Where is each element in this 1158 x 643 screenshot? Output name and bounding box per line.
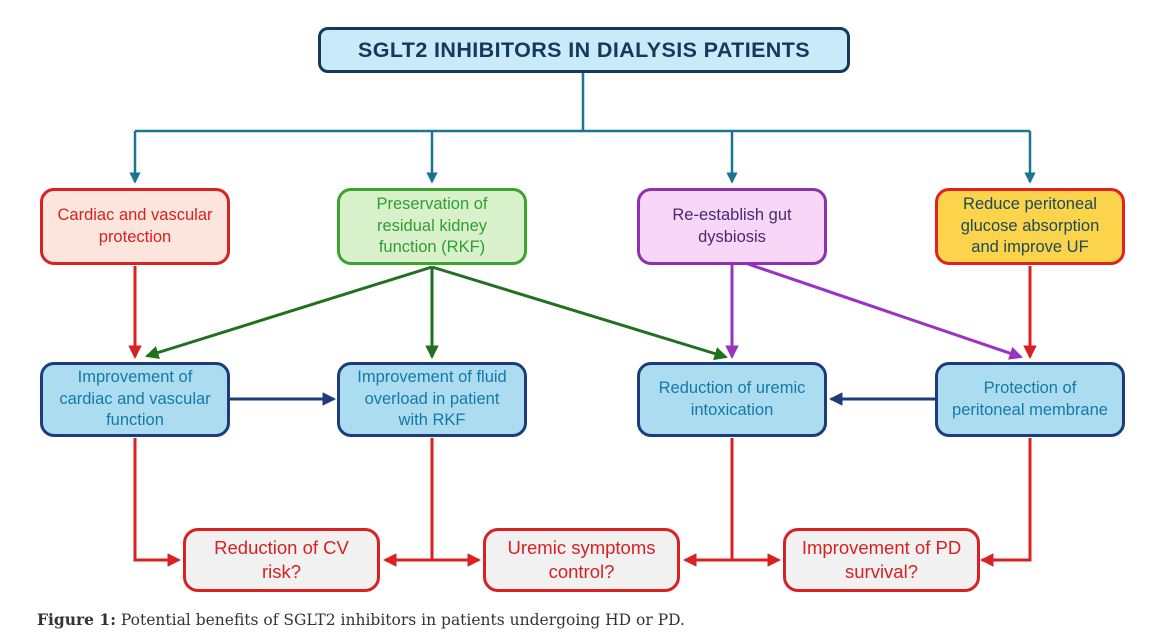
benefit-box-glucose-absorption: Reduce peritoneal glucose absorption and…: [935, 188, 1125, 265]
outcome-box-fluid-overload: Improvement of fluid overload in patient…: [337, 362, 527, 437]
arrow-dysbiosis-to-peritoneal-membrane: [747, 262, 1023, 360]
figure-caption-text: Potential benefits of SGLT2 inhibitors i…: [115, 611, 685, 629]
title-branch-tree: [129, 73, 1036, 184]
outcome-box-peritoneal-membrane: Protection of peritoneal membrane: [935, 362, 1125, 437]
benefit-box-preservation-rkf: Preservation of residual kidney function…: [337, 188, 527, 265]
figure-caption: Figure 1: Potential benefits of SGLT2 in…: [37, 610, 685, 629]
question-box-uremic-symptoms: Uremic symptoms control?: [483, 528, 680, 592]
question-box-pd-survival: Improvement of PD survival?: [783, 528, 980, 592]
arrow-rkf-to-cardiac-function: [145, 265, 433, 360]
question-box-cv-risk: Reduction of CV risk?: [183, 528, 380, 592]
outcome-box-cardiac-vascular-function: Improvement of cardiac and vascular func…: [40, 362, 230, 437]
outcome-box-uremic-intoxication: Reduction of uremic intoxication: [637, 362, 827, 437]
arrow-rkf-to-uremic-intoxication: [431, 265, 728, 361]
arrow-peritoneal-membrane-to-pd-survival: [979, 438, 1032, 567]
benefit-box-gut-dysbiosis: Re-establish gut dysbiosis: [637, 188, 827, 265]
diagram-title: SGLT2 INHIBITORS IN DIALYSIS PATIENTS: [318, 27, 850, 73]
figure-caption-label: Figure 1:: [37, 610, 116, 629]
arrow-cardiac-function-to-cv-risk: [133, 438, 182, 567]
benefit-box-cardiac-vascular-protection: Cardiac and vascular protection: [40, 188, 230, 265]
